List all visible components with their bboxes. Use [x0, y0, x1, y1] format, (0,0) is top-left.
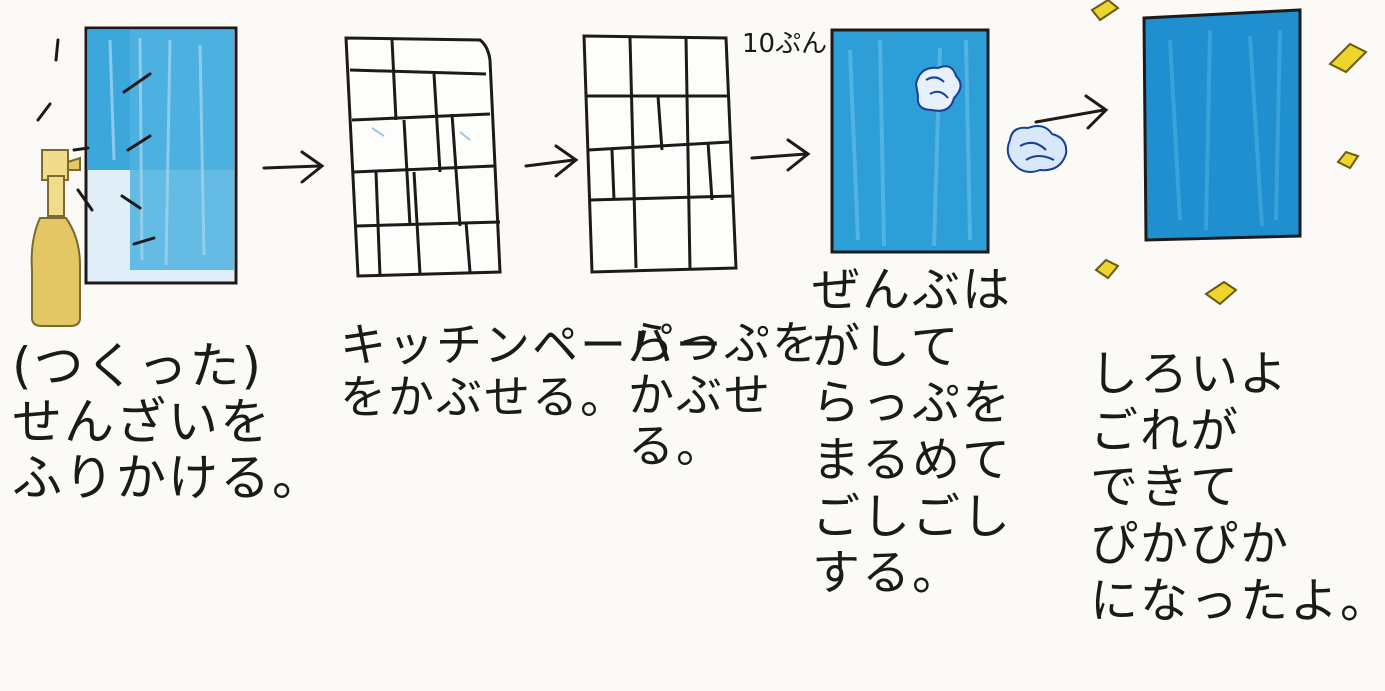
arrow-right-icon — [524, 144, 579, 178]
arrow-right-icon — [750, 138, 811, 172]
step-4-caption: ぜんぶは がして らっぷを まるめて ごしごし する。 — [812, 262, 1013, 602]
step-2-kitchen-paper — [344, 36, 502, 278]
time-label: 10ぷん — [742, 29, 828, 59]
step-5-window — [1142, 8, 1302, 242]
step-4-window — [830, 28, 990, 254]
step-3-caption: らっぷを かぶせ る。 — [628, 316, 820, 474]
spray-bottle-icon — [30, 149, 81, 327]
crumpled-wrap-icon — [1006, 125, 1068, 173]
detergent-marks — [36, 38, 156, 246]
step-1-window — [36, 26, 238, 285]
step-3-wrap — [582, 34, 738, 274]
step-2-caption: キッチンペーパー をかぶせる。 — [340, 318, 724, 424]
crumpled-wrap-icon — [914, 65, 962, 112]
arrow-right-icon — [262, 150, 325, 184]
step-5-caption: しろいよ ごれが できて ぴかぴか になったよ。 — [1090, 346, 1385, 629]
sparkle-icon — [1090, 0, 1368, 306]
step-1-caption: (つくった) せんざいを ふりかける。 — [12, 337, 324, 507]
arrow-right-icon — [1034, 94, 1109, 130]
